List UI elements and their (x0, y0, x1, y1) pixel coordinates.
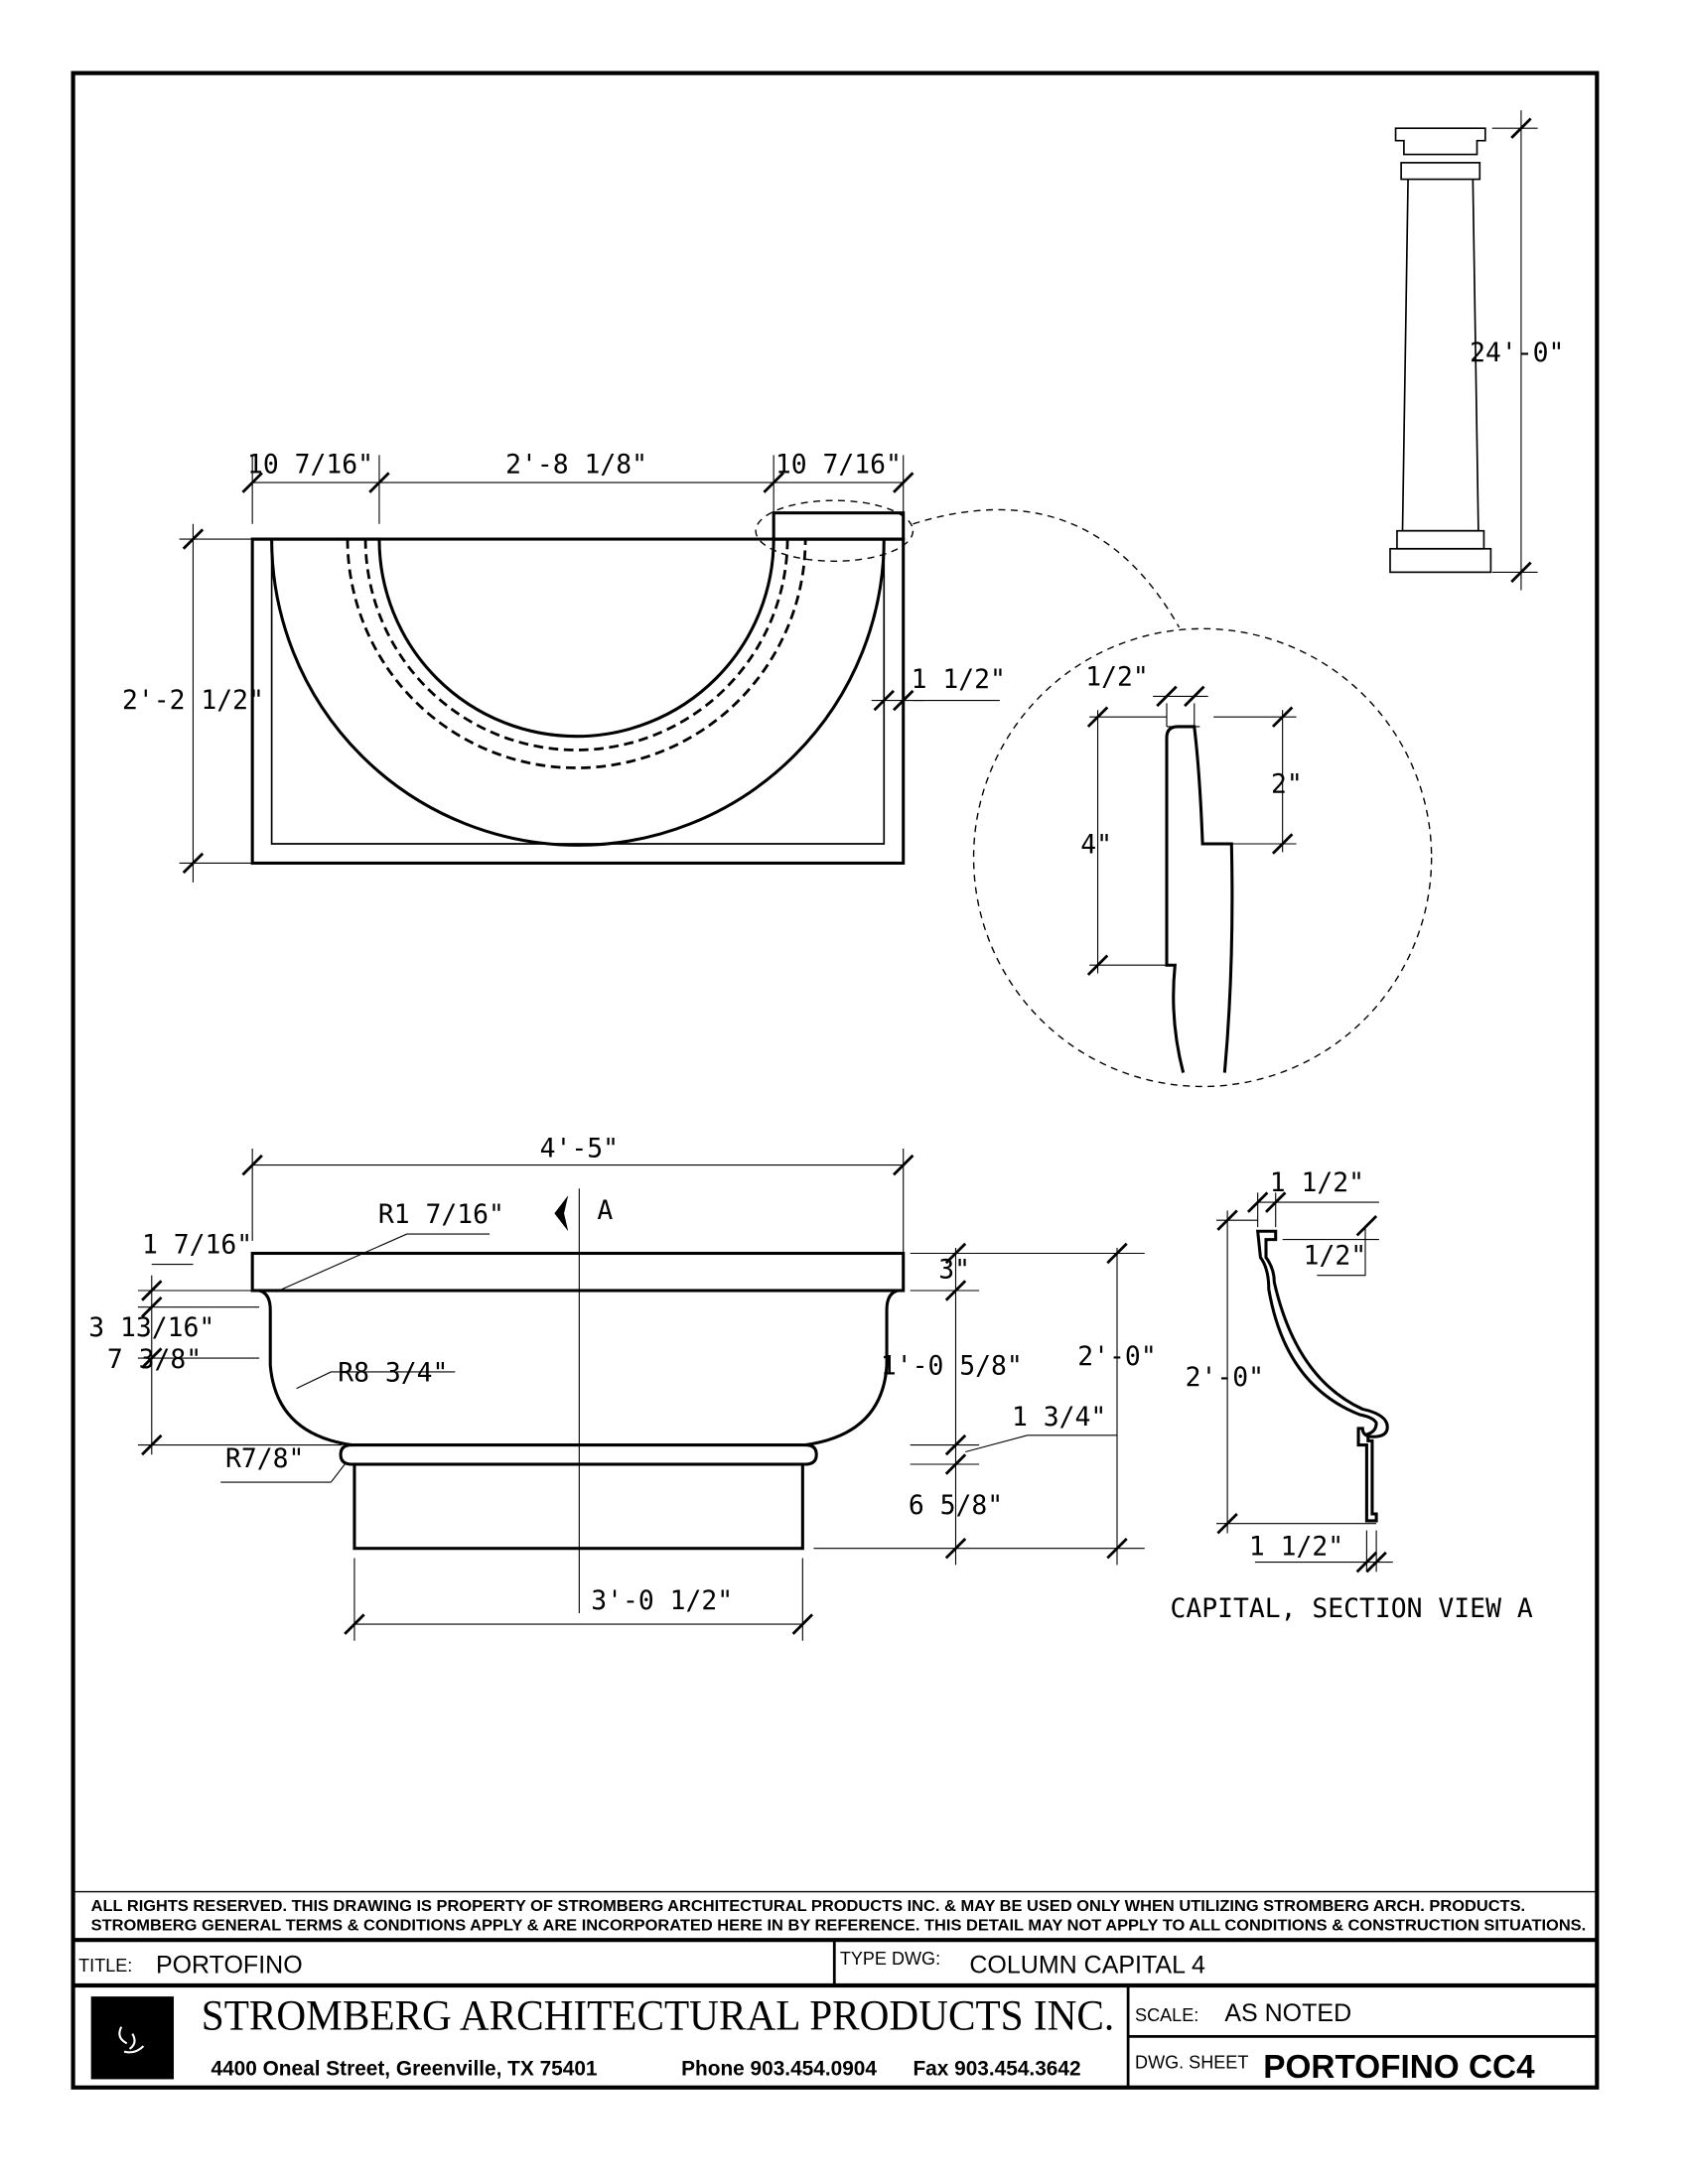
dim-astragal: 1 3/4" (1012, 1403, 1106, 1433)
sheet-label: DWG. SHEET (1135, 2052, 1248, 2072)
section-caption: CAPITAL, SECTION VIEW A (1170, 1594, 1532, 1624)
type-label: TYPE DWG: (840, 1949, 940, 1969)
dim-total-height: 2'-0" (1077, 1342, 1156, 1372)
dim-inner-width: 2'-8 1/8" (505, 450, 647, 479)
title-label: TITLE: (78, 1956, 132, 1976)
sheet-border (70, 70, 1600, 2090)
dim-d2: 3 13/16" (88, 1313, 214, 1343)
section-dim-height: 2'-0" (1186, 1363, 1264, 1393)
dim-depth: 2'-2 1/2" (122, 686, 264, 716)
dim-r-astragal: R7/8" (225, 1444, 304, 1474)
capital-elevation: 4'-5" A R1 7/16" 1 7/16" 3 13/16" 7 3/8"… (88, 1134, 1157, 1641)
dim-right-width: 10 7/16" (775, 450, 902, 479)
dim-left-width: 10 7/16" (247, 450, 373, 479)
section-marker: A (597, 1196, 613, 1226)
company-logo (90, 1996, 174, 2080)
scale-value: AS NOTED (1224, 1999, 1351, 2027)
plan-view: 10 7/16" 2'-8 1/8" 10 7/16" 2'-2 1/2" 1 … (122, 450, 1006, 883)
dim-base-width: 3'-0 1/2" (591, 1586, 733, 1616)
section-dim-lip: 1/2" (1304, 1242, 1367, 1272)
notice-line-2: STROMBERG GENERAL TERMS & CONDITIONS APP… (91, 1917, 1587, 1934)
dim-d1: 1 7/16" (142, 1231, 252, 1261)
detail-dim-height: 4" (1080, 831, 1112, 861)
dim-overall-width: 4'-5" (540, 1134, 619, 1163)
title-block: ALL RIGHTS RESERVED. THIS DRAWING IS PRO… (72, 1890, 1598, 2088)
notice-line-1: ALL RIGHTS RESERVED. THIS DRAWING IS PRO… (91, 1898, 1525, 1915)
dim-wall: 1 1/2" (912, 665, 1006, 695)
detail-callout: 1/2" 2" 4" (755, 499, 1433, 1088)
column-height: 24'-0" (1470, 339, 1564, 368)
dim-d3: 7 3/8" (107, 1345, 202, 1375)
title-value: PORTOFINO (156, 1951, 303, 1979)
sheet-value: PORTOFINO CC4 (1263, 2049, 1535, 2086)
company-fax: Fax 903.454.3642 (913, 2057, 1080, 2080)
dim-top-slab: 3" (938, 1256, 970, 1286)
detail-dim-upper: 2" (1271, 770, 1303, 800)
section-view-a: 1 1/2" 1/2" 2'-0" 1 1/2" CAPITAL, SECTIO… (1170, 1168, 1532, 1624)
type-value: COLUMN CAPITAL 4 (969, 1951, 1205, 1979)
scale-label: SCALE: (1135, 2005, 1198, 2025)
dim-base: 6 5/8" (909, 1491, 1003, 1521)
detail-dim-top: 1/2" (1085, 662, 1149, 692)
dim-r-bowl: R8 3/4" (338, 1359, 448, 1389)
company-address: 4400 Oneal Street, Greenville, TX 75401 (211, 2057, 598, 2080)
section-dim-bottom: 1 1/2" (1249, 1533, 1343, 1563)
company-phone: Phone 903.454.0904 (681, 2057, 877, 2080)
company-name: STROMBERG ARCHITECTURAL PRODUCTS INC. (202, 1992, 1114, 2039)
dim-bowl-height: 1'-0 5/8" (881, 1352, 1023, 1382)
column-elevation: 24'-0" (1389, 110, 1564, 591)
section-dim-top: 1 1/2" (1270, 1168, 1364, 1198)
dim-r-top: R1 7/16" (378, 1200, 504, 1230)
